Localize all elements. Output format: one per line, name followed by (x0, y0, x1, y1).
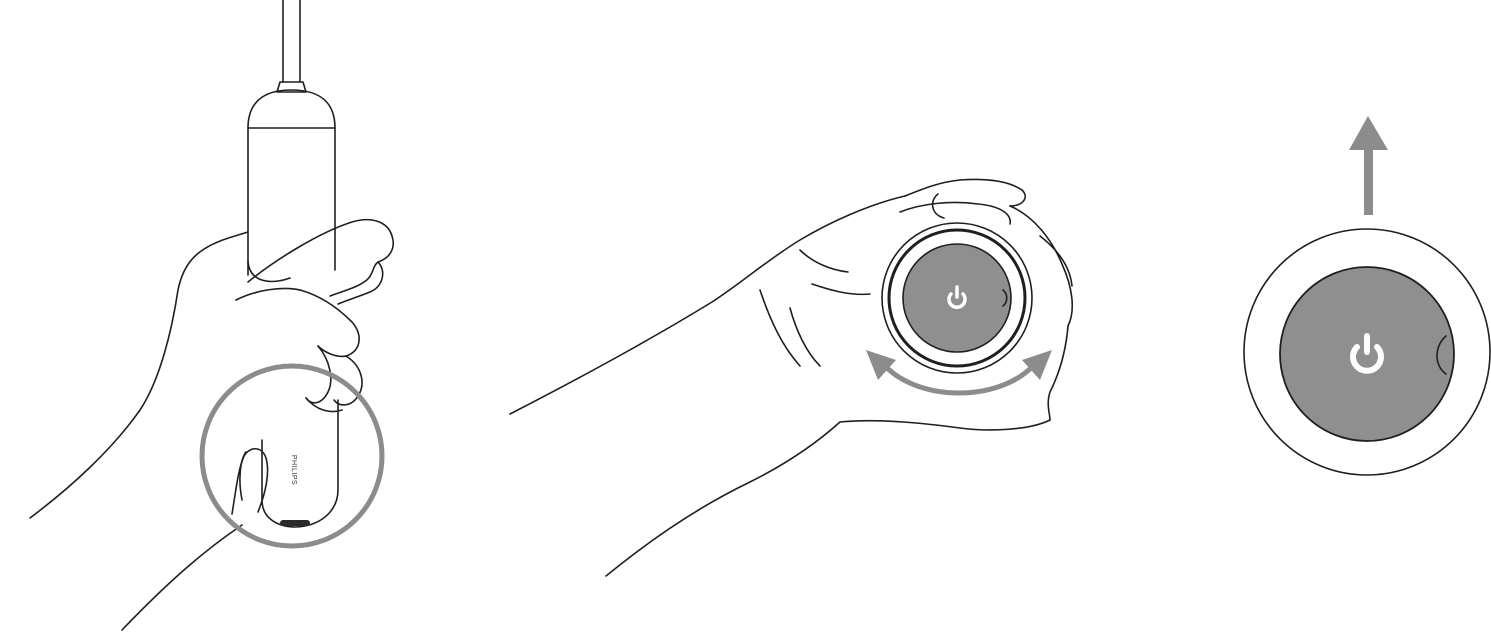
probe-cable (277, 0, 306, 92)
up-arrow-icon (1349, 116, 1388, 215)
probe-brand-text: PHILIPS (290, 455, 297, 485)
rotating-button (882, 223, 1032, 373)
button-top-view (1244, 229, 1490, 475)
probe-tip (280, 520, 310, 526)
panel-grip-probe: PHILIPS (30, 0, 393, 630)
panel-lift-button (1244, 116, 1490, 475)
panel-rotate-button (510, 179, 1072, 576)
probe-body: PHILIPS (248, 90, 338, 527)
